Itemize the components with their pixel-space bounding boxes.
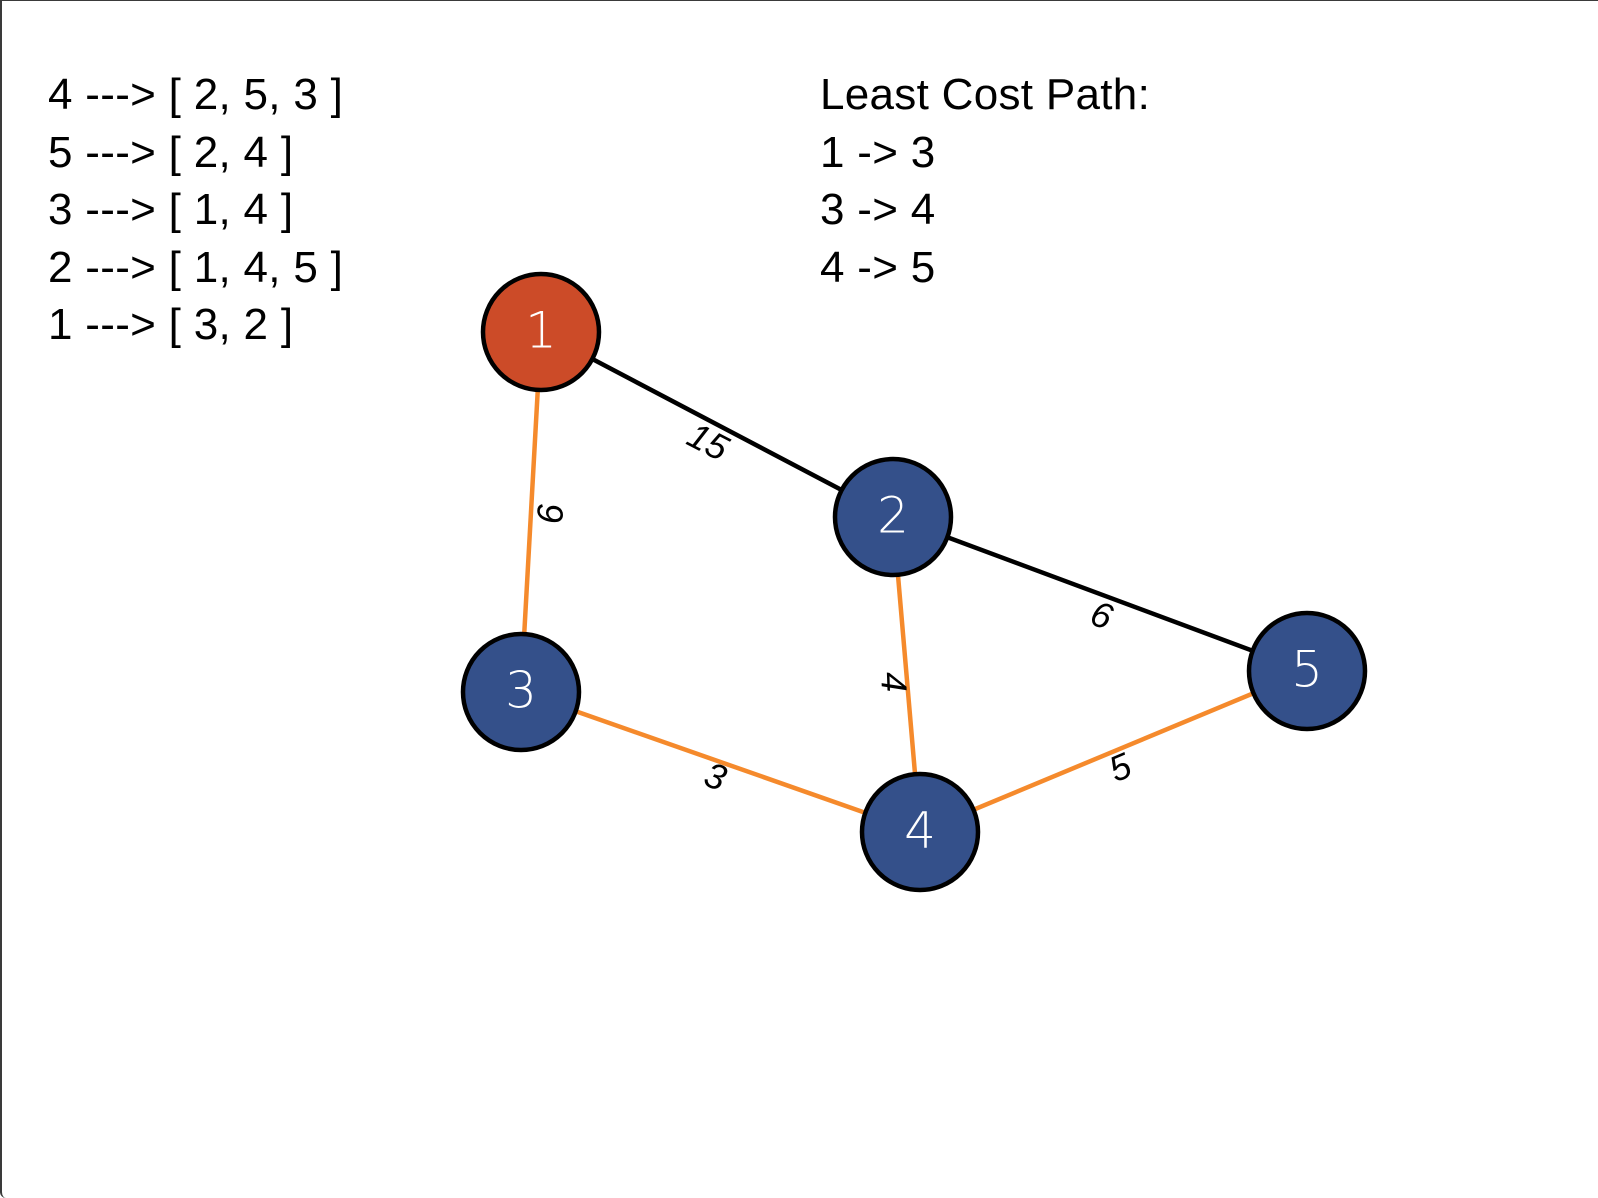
edges-layer [518, 329, 1310, 835]
path-step-3: 4 -> 5 [820, 242, 936, 292]
node-label-5: 5 [1291, 641, 1323, 699]
node-label-4: 4 [904, 802, 936, 860]
adjacency-row-2: 2 ---> [ 1, 4, 5 ] [48, 242, 344, 292]
node-5: 5 [1246, 610, 1368, 732]
adjacency-row-4: 4 ---> [ 2, 5, 3 ] [48, 70, 344, 119]
adjacency-list: 4 ---> [ 2, 5, 3 ] 5 ---> [ 2, 4 ] 3 ---… [48, 66, 343, 354]
edge-1-2 [538, 329, 896, 520]
node-circle-1 [480, 271, 602, 393]
node-2: 2 [832, 456, 954, 578]
edge-4-5 [917, 668, 1310, 835]
least-cost-path-title: Least Cost Path: [820, 70, 1151, 119]
node-circle-2 [832, 456, 954, 578]
edge-labels-layer: 15 9 6 4 3 5 [529, 414, 1138, 799]
edge-weight-1-2: 15 [681, 414, 736, 469]
adjacency-row-3: 3 ---> [ 1, 4 ] [48, 185, 294, 234]
node-circle-5 [1246, 610, 1368, 732]
node-1: 1 [480, 271, 602, 393]
nodes-layer: 1 2 3 4 5 [460, 271, 1368, 893]
edge-weight-1-3: 9 [529, 503, 570, 523]
node-label-2: 2 [877, 487, 909, 545]
least-cost-path-steps: 1 -> 3 3 -> 4 4 -> 5 [820, 124, 1150, 297]
adjacency-row-5: 5 ---> [ 2, 4 ] [48, 127, 294, 177]
edge-2-5 [890, 514, 1310, 674]
node-3: 3 [460, 631, 582, 753]
edge-weight-4-5: 5 [1103, 744, 1138, 790]
node-label-3: 3 [505, 662, 537, 720]
adjacency-row-1: 1 ---> [ 3, 2 ] [48, 300, 294, 349]
least-cost-path-panel: Least Cost Path: 1 -> 3 3 -> 4 4 -> 5 [820, 66, 1150, 296]
node-label-1: 1 [525, 302, 557, 360]
node-circle-3 [460, 631, 582, 753]
edge-weight-2-4: 4 [873, 671, 915, 692]
path-step-2: 3 -> 4 [820, 185, 936, 234]
node-4: 4 [859, 771, 981, 893]
edge-weight-3-4: 3 [699, 753, 732, 798]
edge-3-4 [518, 689, 923, 835]
node-circle-4 [859, 771, 981, 893]
edge-weight-2-5: 6 [1085, 592, 1119, 638]
path-step-1: 1 -> 3 [820, 127, 936, 177]
